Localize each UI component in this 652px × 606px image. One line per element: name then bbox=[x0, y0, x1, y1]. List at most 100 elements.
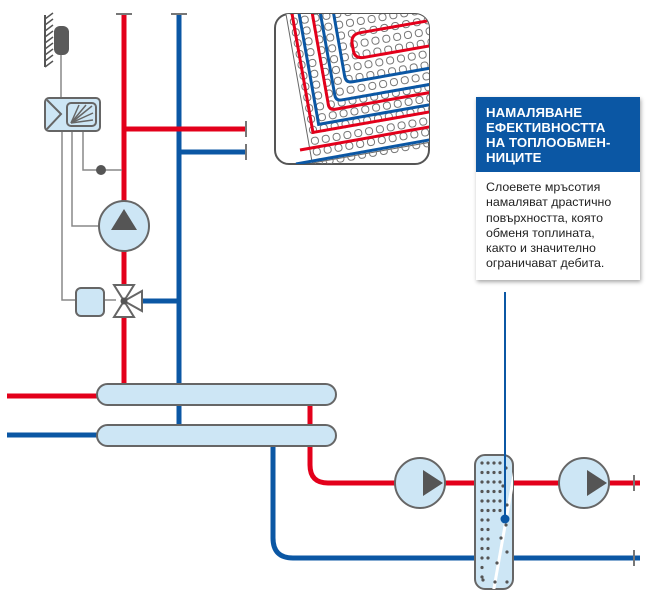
floor-bump bbox=[329, 55, 339, 64]
callout-body-line: намаляват драстично bbox=[486, 195, 612, 210]
deposit-dot bbox=[492, 461, 496, 465]
floor-bump bbox=[443, 125, 451, 133]
floor-bump bbox=[343, 130, 352, 140]
callout-title-line: НАМАЛЯВАНЕ bbox=[486, 105, 583, 120]
floor-bump bbox=[445, 135, 453, 143]
deposit-dot bbox=[481, 578, 485, 582]
secondary-pump-icon bbox=[558, 457, 610, 509]
deposit-dot bbox=[480, 489, 484, 494]
floor-bump bbox=[389, 78, 399, 87]
deposit-dot bbox=[480, 546, 484, 551]
floor-bump bbox=[434, 137, 442, 145]
floor-bump bbox=[398, 0, 406, 7]
floor-bump bbox=[367, 14, 376, 24]
floor-bump bbox=[368, 81, 377, 91]
deposit-dot bbox=[492, 508, 496, 513]
callout-body-line: повърхността, която bbox=[486, 210, 603, 225]
floor-bump bbox=[389, 14, 398, 20]
floor-bump bbox=[331, 65, 341, 75]
temperature-probe-icon bbox=[96, 165, 106, 175]
floor-bump bbox=[448, 90, 456, 98]
callout-title-line: ЕФЕКТИВНОСТТА bbox=[486, 120, 606, 135]
deposit-dot bbox=[492, 489, 496, 494]
deposit-dot bbox=[480, 556, 484, 560]
deposit-dot bbox=[480, 508, 484, 513]
floor-bump bbox=[418, 50, 427, 59]
callout-leader bbox=[500, 292, 510, 524]
floor-bump bbox=[322, 14, 331, 20]
callout-box: НАМАЛЯВАНЕ ЕФЕКТИВНОСТТА НА ТОПЛООБМЕН- … bbox=[476, 97, 640, 280]
floor-bump bbox=[357, 83, 366, 92]
floor-bump bbox=[410, 14, 420, 16]
deposit-dot bbox=[499, 536, 503, 540]
floor-bump bbox=[386, 56, 395, 65]
floor-bump bbox=[346, 85, 355, 94]
deposit-dot bbox=[480, 527, 484, 532]
floor-bump bbox=[364, 60, 373, 69]
floor-bump bbox=[310, 3, 318, 11]
floor-bump bbox=[439, 103, 447, 111]
floor-bump bbox=[397, 121, 406, 130]
deposit-dot bbox=[480, 565, 484, 570]
heat-exchanger-icon bbox=[474, 454, 514, 590]
floor-bump bbox=[442, 58, 450, 66]
floor-bump bbox=[356, 16, 365, 26]
floor-bump bbox=[328, 111, 337, 120]
deposit-dot bbox=[486, 546, 490, 551]
floor-bump bbox=[436, 25, 444, 33]
deposit-dot bbox=[504, 523, 508, 527]
floor-bump bbox=[446, 79, 454, 87]
floor-bump bbox=[366, 4, 374, 12]
deposit-dot bbox=[505, 580, 509, 584]
callout-title: НАМАЛЯВАНЕ ЕФЕКТИВНОСТТА НА ТОПЛООБМЕН- … bbox=[476, 97, 640, 172]
deposit-dot bbox=[495, 561, 499, 565]
wall-sensor-icon bbox=[44, 12, 69, 68]
floor-bump bbox=[431, 0, 439, 1]
floor-bump bbox=[422, 5, 430, 13]
floor-bump bbox=[414, 28, 423, 38]
floor-bump bbox=[378, 14, 387, 22]
distributor-supply-icon bbox=[96, 383, 337, 406]
floor-bump bbox=[331, 0, 339, 7]
floor-bump bbox=[343, 14, 353, 17]
floor-bump bbox=[452, 112, 460, 120]
deposit-dot bbox=[486, 489, 490, 494]
deposit-dot bbox=[486, 537, 490, 541]
floor-bump bbox=[345, 18, 355, 27]
floor-bump bbox=[353, 62, 362, 71]
deposit-dot bbox=[498, 489, 502, 494]
secondary-return-pipe bbox=[270, 440, 640, 561]
floor-bump bbox=[382, 101, 392, 110]
floor-bump bbox=[433, 4, 441, 12]
return-riser bbox=[171, 13, 187, 432]
deposit-dot bbox=[486, 527, 490, 532]
deposit-dot bbox=[480, 575, 484, 579]
secondary-supply-pipe bbox=[307, 440, 640, 486]
three-way-valve-icon bbox=[112, 284, 143, 318]
floor-bump bbox=[375, 58, 384, 67]
floor-bump bbox=[333, 76, 342, 85]
floor-bump bbox=[407, 52, 416, 61]
deposit-dot bbox=[486, 480, 490, 484]
floor-bump bbox=[425, 27, 429, 36]
floor-bump bbox=[364, 0, 372, 1]
floor-bump bbox=[450, 101, 458, 109]
floor-bump bbox=[431, 60, 439, 68]
floor-bump bbox=[422, 72, 429, 81]
floor-bump bbox=[433, 70, 441, 78]
floor-bump bbox=[375, 125, 384, 134]
deposit-dot bbox=[505, 503, 509, 507]
floor-bump bbox=[326, 33, 335, 42]
floor-bump bbox=[353, 0, 361, 3]
deposit-dot bbox=[498, 470, 502, 475]
controller-icon bbox=[44, 97, 101, 132]
floor-bump bbox=[320, 1, 328, 9]
floor-bump bbox=[393, 99, 402, 108]
valve-actuator-icon bbox=[75, 287, 105, 317]
floor-bump bbox=[342, 0, 350, 5]
underfloor-heating-icon bbox=[274, 0, 460, 165]
floor-bump bbox=[379, 79, 388, 89]
deposit-dot bbox=[486, 461, 490, 465]
floor-bump bbox=[428, 104, 429, 113]
